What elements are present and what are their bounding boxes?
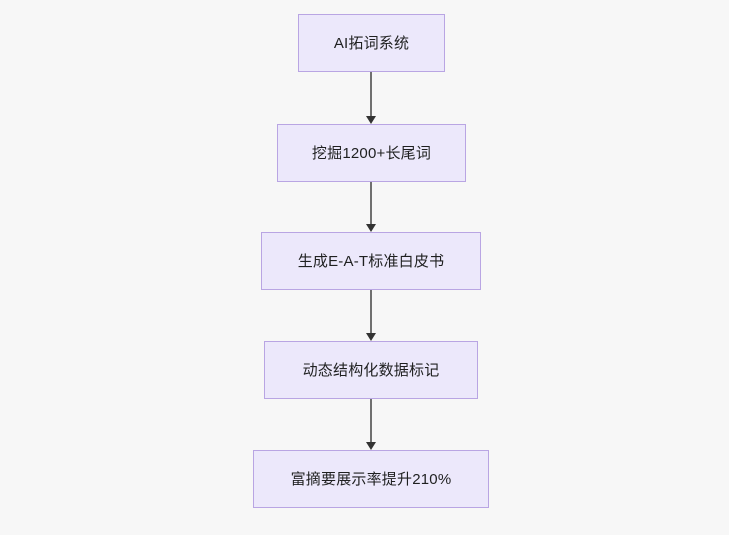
flow-node-mine-longtail-keywords[interactable]: 挖掘1200+长尾词 — [277, 124, 466, 182]
arrowhead-icon — [366, 442, 376, 450]
edge-line — [370, 290, 372, 334]
flow-edge-3 — [365, 290, 377, 341]
flow-node-dynamic-structured-data-markup[interactable]: 动态结构化数据标记 — [264, 341, 478, 399]
arrowhead-icon — [366, 333, 376, 341]
edge-line — [370, 72, 372, 117]
flow-node-ai-keyword-system[interactable]: AI拓词系统 — [298, 14, 445, 72]
edge-line — [370, 399, 372, 443]
edge-line — [370, 182, 372, 225]
flow-node-label: 动态结构化数据标记 — [302, 361, 440, 379]
arrowhead-icon — [366, 224, 376, 232]
flow-node-label: 挖掘1200+长尾词 — [311, 144, 432, 162]
flow-node-generate-eat-whitepaper[interactable]: 生成E-A-T标准白皮书 — [261, 232, 481, 290]
flow-node-label: AI拓词系统 — [333, 34, 410, 52]
flow-node-label: 生成E-A-T标准白皮书 — [297, 252, 445, 270]
flow-edge-2 — [365, 182, 377, 232]
arrowhead-icon — [366, 116, 376, 124]
flow-edge-4 — [365, 399, 377, 450]
flow-edge-1 — [365, 72, 377, 124]
flow-node-label: 富摘要展示率提升210% — [290, 470, 452, 488]
flow-node-rich-snippet-impression-lift[interactable]: 富摘要展示率提升210% — [253, 450, 489, 508]
